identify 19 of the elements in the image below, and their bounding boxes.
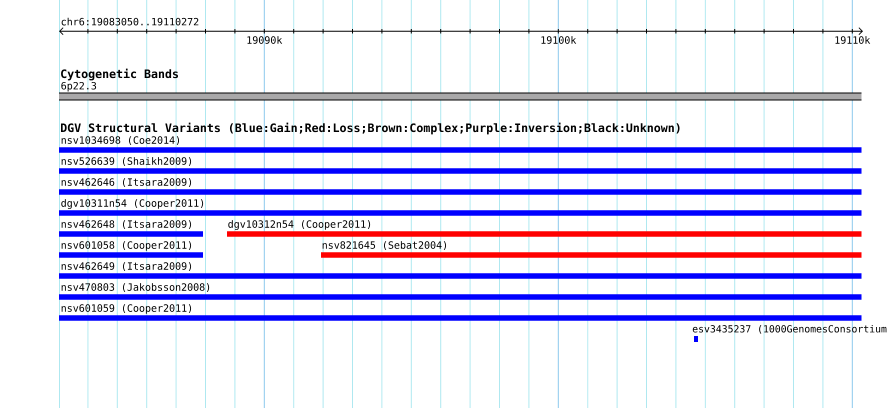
tick-label: 19100k <box>541 36 576 44</box>
variant-label: dgv10312n54 (Cooper2011) <box>228 220 370 230</box>
tick-label: 19090k <box>247 36 282 44</box>
region-label: chr6:19083050..19110272 <box>62 18 198 26</box>
variant-label: esv3435237 (1000GenomesConsortium <box>692 324 886 334</box>
track-title: Cytogenetic Bands <box>61 68 178 80</box>
tick-label: 19110k <box>835 36 870 44</box>
variant-label: dgv10311n54 (Cooper2011) <box>61 199 204 209</box>
variant-label: nsv1034698 (Coe2014) <box>62 136 180 146</box>
band-label: 6p22.3 <box>61 82 96 92</box>
variant-label: nsv462648 (Itsara2009) <box>62 220 192 230</box>
variant-label: nsv601058 (Cooper2011) <box>62 241 192 251</box>
variant-label: nsv526639 (Shaikh2009) <box>62 157 192 166</box>
variant-label: nsv601059 (Cooper2011) <box>62 304 192 314</box>
variant-label: nsv462649 (Itsara2009) <box>62 262 192 272</box>
variant-label: nsv470803 (Jakobsson2008) <box>62 283 210 292</box>
variant-label: nsv821645 (Sebat2004) <box>322 241 446 250</box>
variant-label: nsv462646 (Itsara2009) <box>62 178 192 188</box>
track-title: DGV Structural Variants (Blue:Gain;Red:Loss;Brown:Complex;Purple:Inversion;Black:Unknown) <box>61 122 680 134</box>
